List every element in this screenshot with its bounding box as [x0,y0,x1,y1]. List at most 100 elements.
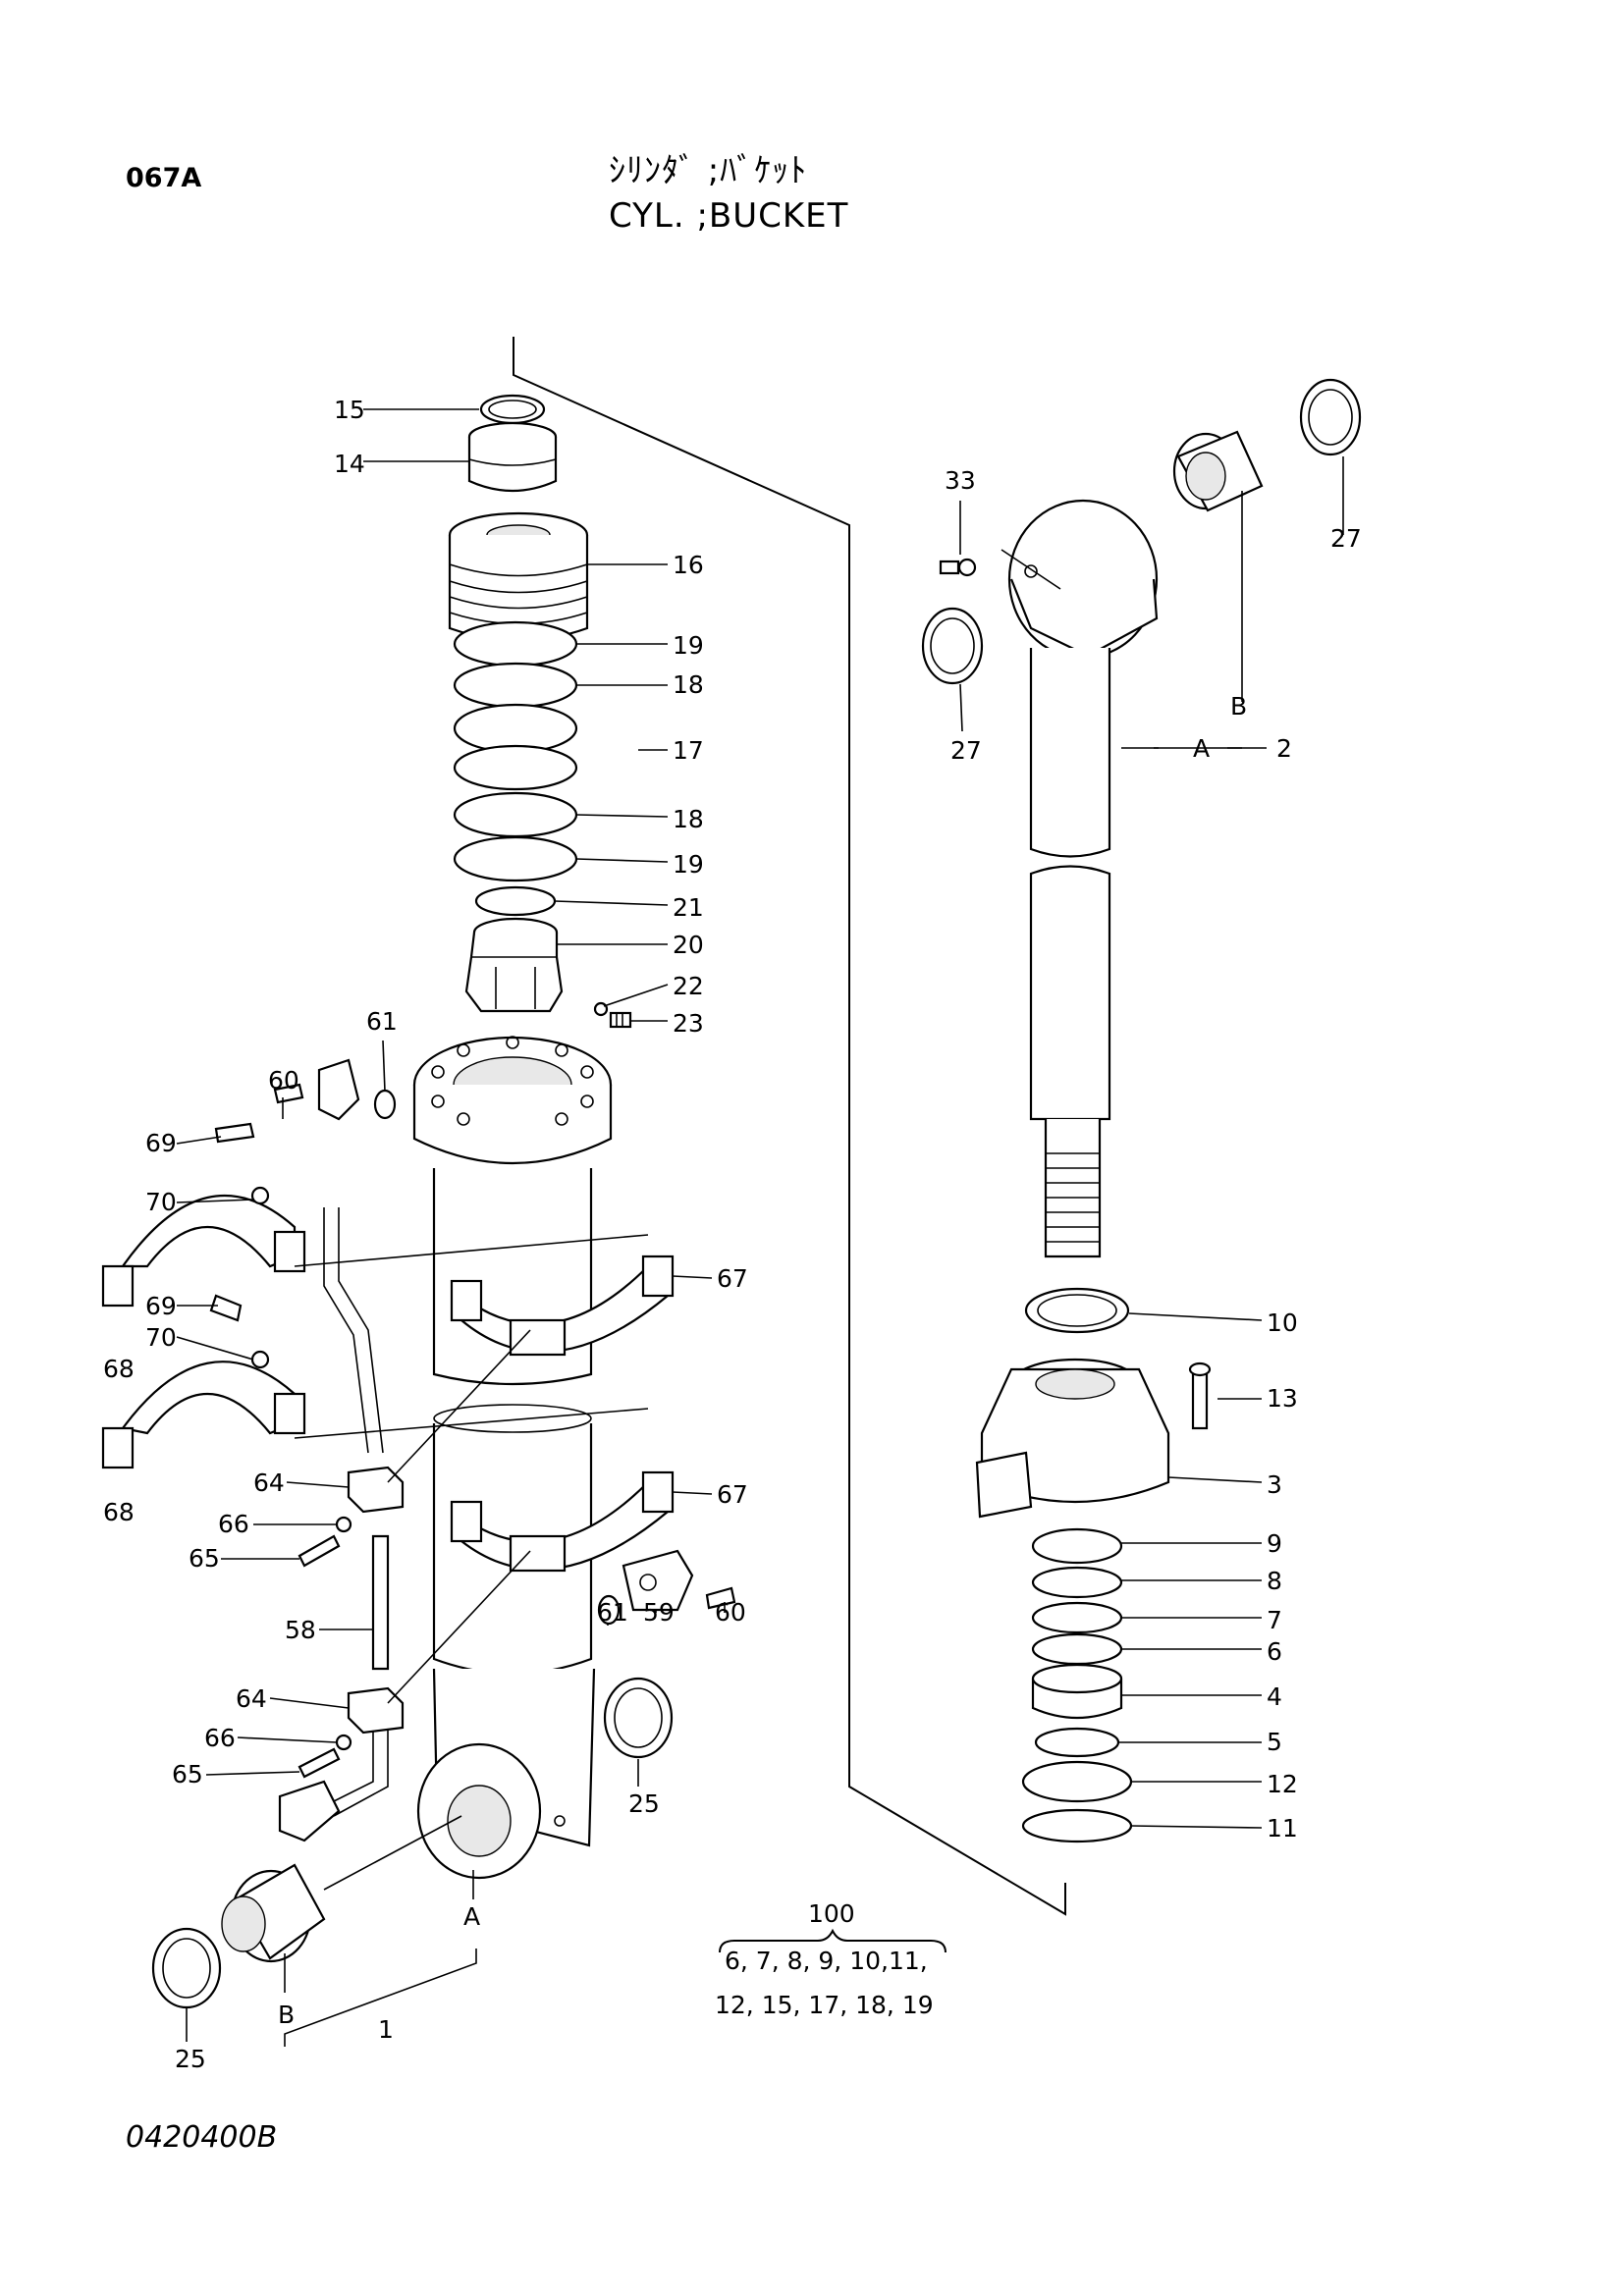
callout-label: 66 [204,1724,236,1752]
callout-label: 27 [1330,524,1362,553]
callout-label: A [1193,734,1211,763]
callout-label: 65 [189,1544,220,1573]
callout-leader-line [269,1697,350,1709]
callout-label: 69 [145,1129,177,1157]
kit-number: 100 [808,1899,855,1928]
part-27-ring-upper-right [1299,378,1362,456]
kit-contents-line2: 12, 15, 17, 18, 19 [715,1991,934,2019]
callout-label: 60 [715,1598,746,1627]
callout-leader-line [382,1040,386,1093]
callout-leader-line [672,1275,713,1279]
callout-label: 3 [1267,1470,1282,1499]
callout-leader-line [205,1771,300,1776]
part-10-ring [1024,1287,1130,1334]
kit-contents-line1: 6, 7, 8, 9, 10,11, [725,1947,928,1975]
callout-label: 13 [1267,1384,1298,1413]
callout-label: 25 [628,1789,660,1818]
callout-leader-line [176,1136,222,1145]
callout-label: 19 [673,850,704,879]
part-20-nut [464,917,564,1013]
callout-label: A [463,1902,481,1931]
part-61-oring-lower [597,1594,621,1626]
callout-label: 18 [673,805,704,833]
callout-leader-line [1167,1476,1263,1483]
callout-label: 68 [103,1355,135,1383]
part-14-bushing [467,421,558,493]
callout-label: 11 [1267,1814,1298,1842]
callout-label: 64 [253,1468,285,1497]
piston-seal-rings [453,620,578,917]
part-2-rod [1029,648,1111,1258]
part-64-block [347,1466,405,1735]
callout-label: 22 [673,972,704,1000]
callout-label: 6 [1267,1637,1282,1666]
callout-label: 14 [334,450,365,478]
callout-leader-line [237,1736,338,1743]
callout-label: 27 [950,736,982,765]
callout-label: 9 [1267,1529,1282,1558]
part-elbow-fittings [278,1058,694,1842]
part-23-screw [609,1011,632,1029]
part-16-piston [448,511,589,642]
callout-label: 5 [1267,1728,1282,1756]
callout-label: 17 [673,736,704,765]
clamp-upper-left-68 [101,1195,306,1308]
part-58-pipe [323,1207,390,1817]
callout-leader-line [1130,1825,1263,1829]
section-divider-line [513,337,1066,1916]
callout-label: 1 [378,2015,394,2044]
callout-label: 8 [1267,1567,1282,1595]
page-code: 067A [126,163,202,193]
callout-label: 4 [1267,1682,1282,1711]
part-61-oring-upper [373,1089,397,1120]
assembly-bracket-line [284,1949,477,2047]
part-bushing-left-bottom [221,1863,326,1963]
callout-label: 12 [1267,1770,1298,1798]
callout-label: 16 [673,551,704,579]
callout-label: 7 [1267,1606,1282,1634]
clamp-upper-right-67 [450,1255,675,1357]
callout-label: 25 [175,2045,206,2073]
part-66-washer-lower [335,1734,352,1751]
callout-label: 33 [945,466,976,495]
part-66-washer-upper [335,1516,352,1533]
callout-label: 66 [218,1510,249,1538]
cylinder-head-flange [412,1036,613,1164]
callout-label: 65 [172,1760,203,1789]
cylinder-bottom-eye [416,1668,596,1880]
rod-seal-stack [1021,1527,1133,1843]
callout-label: 61 [366,1007,398,1036]
clamp-lower-right-67 [450,1470,675,1573]
callout-leader-line [1128,1312,1263,1321]
part-33-grease-fitting [939,558,977,577]
callout-label: 70 [145,1323,177,1352]
callout-label: 10 [1267,1308,1298,1337]
title-english: CYL. ;BUCKET [609,196,849,236]
part-2-rod-eye [1001,499,1159,660]
title-japanese: ｼﾘﾝﾀﾞ ;ﾊﾞｹｯﾄ [609,151,808,190]
callout-label: 64 [236,1684,267,1713]
callout-leader-line [959,683,963,732]
callout-label: 58 [285,1616,316,1644]
callout-label: 67 [717,1264,748,1293]
callout-label: 60 [268,1066,299,1095]
callout-label: 23 [673,1009,704,1038]
callout-label: B [278,2001,296,2029]
kit-brace [719,1928,947,1953]
callout-label: 69 [145,1292,177,1320]
drawing-number: 0420400B [126,2120,278,2155]
callout-leader-line [176,1336,254,1361]
part-3-rod-cover [975,1358,1170,1519]
part-13-bolt [1188,1362,1212,1430]
callout-label: 2 [1276,734,1292,763]
callout-leader-line [176,1199,254,1203]
callout-label: 19 [673,631,704,660]
callout-label: 20 [673,931,704,959]
callout-label: 68 [103,1498,135,1526]
callout-leader-line [672,1491,713,1495]
callout-label: 21 [673,893,704,922]
part-65-bolts [209,1083,736,1779]
part-15-ring [479,394,546,425]
callout-label: 70 [145,1188,177,1216]
